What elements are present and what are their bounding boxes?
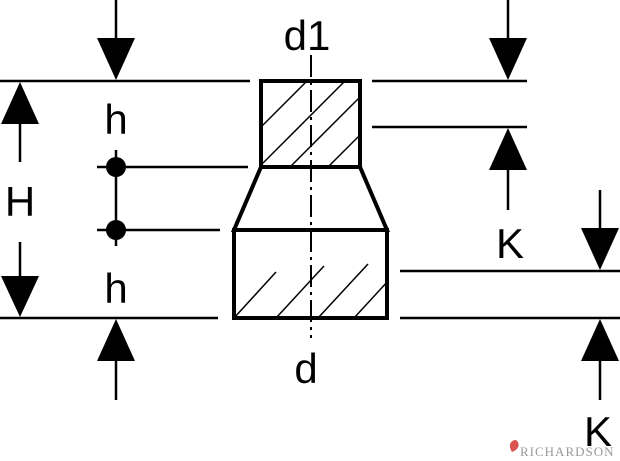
- h-marker-dot-lower: [106, 220, 126, 240]
- watermark-logo-icon: [509, 440, 519, 452]
- h-depth-markers: [106, 150, 126, 246]
- dimension-arrows: [1, 0, 619, 400]
- label-k-lower: K: [584, 408, 612, 455]
- arrow-up-bottom-left: [97, 319, 135, 400]
- lower-hatching: [234, 263, 387, 318]
- arrow-down-top-right: [489, 0, 527, 80]
- label-h-bottom: h: [104, 265, 127, 312]
- h-overall-dimension: [1, 82, 39, 317]
- h-marker-dot-upper: [106, 157, 126, 177]
- arrow-down-top-left: [97, 0, 135, 80]
- watermark-text: RICHARDSON: [520, 444, 615, 459]
- richardson-watermark: RICHARDSON: [509, 440, 615, 459]
- label-d: d: [294, 345, 317, 392]
- arrow-down-k-lower: [581, 190, 619, 270]
- arrow-up-k-lower: [581, 319, 619, 400]
- label-k-upper: K: [496, 220, 524, 267]
- label-H: H: [5, 178, 35, 225]
- label-h-top: h: [104, 96, 127, 143]
- label-d1: d1: [284, 12, 331, 59]
- arrow-up-k-upper: [489, 128, 527, 210]
- upper-hatching: [261, 81, 360, 167]
